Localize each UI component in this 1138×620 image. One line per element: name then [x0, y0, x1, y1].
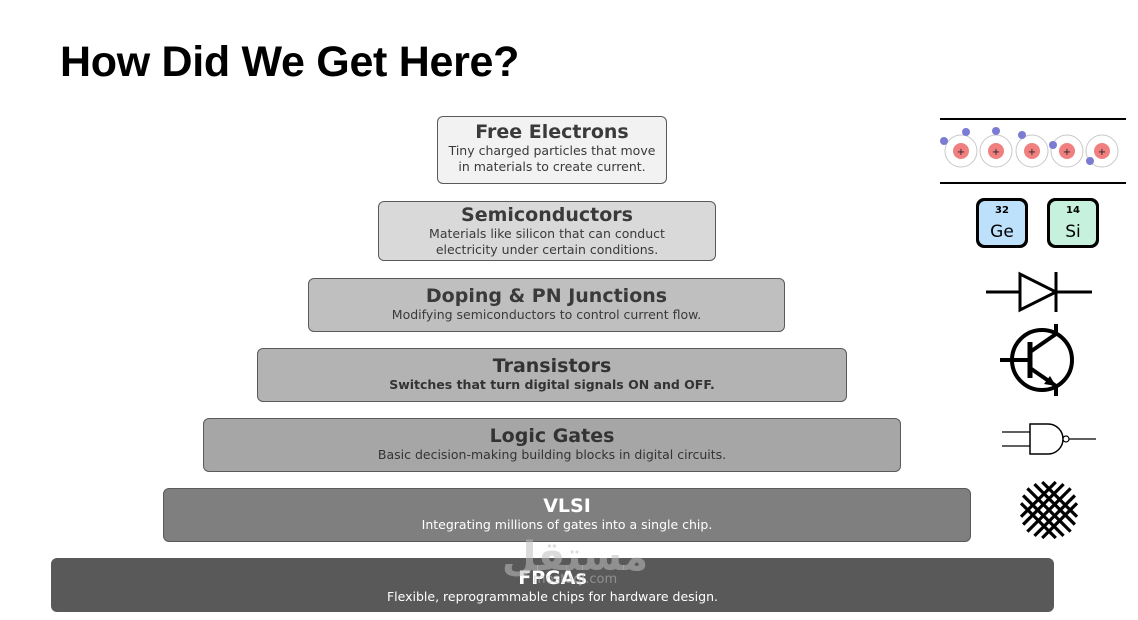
tier-title: Free Electrons [475, 121, 629, 143]
tier-description: Tiny charged particles that move in mate… [448, 143, 656, 174]
tier-logic-gates: Logic Gates Basic decision-making buildi… [203, 418, 901, 472]
tier-description: Basic decision-making building blocks in… [377, 447, 727, 462]
free-electrons-icon: + + + + + [940, 118, 1126, 184]
si-symbol: Si [1065, 222, 1081, 242]
ge-symbol: Ge [990, 222, 1014, 242]
tier-description: Materials like silicon that can conduct … [429, 226, 665, 257]
tier-title: FPGAs [518, 567, 587, 589]
si-number: 14 [1066, 205, 1080, 216]
ge-tile [979, 201, 1025, 245]
nand-gate-icon [1002, 423, 1096, 455]
tier-semiconductors: Semiconductors Materials like silicon th… [378, 201, 716, 261]
svg-text:+: + [957, 147, 965, 158]
svg-text:+: + [992, 147, 1000, 158]
vlsi-chip-icon [1020, 481, 1078, 539]
tier-doping-pn-junctions: Doping & PN Junctions Modifying semicond… [308, 278, 785, 332]
svg-text:+: + [1028, 147, 1036, 158]
tier-free-electrons: Free Electrons Tiny charged particles th… [437, 116, 667, 184]
slide-title: How Did We Get Here? [60, 38, 520, 86]
tier-description: Flexible, reprogrammable chips for hardw… [386, 589, 718, 604]
tier-title: Semiconductors [461, 204, 633, 226]
tier-title: Transistors [492, 355, 612, 377]
tier-transistors: Transistors Switches that turn digital s… [257, 348, 847, 402]
ge-number: 32 [995, 205, 1009, 216]
tier-fpgas: FPGAs Flexible, reprogrammable chips for… [51, 558, 1054, 612]
tier-title: Doping & PN Junctions [425, 285, 668, 307]
diode-icon [986, 271, 1092, 313]
tier-vlsi: VLSI Integrating millions of gates into … [163, 488, 971, 542]
transistor-icon [1000, 324, 1074, 396]
tier-title: VLSI [543, 495, 591, 517]
tier-description: Switches that turn digital signals ON an… [389, 377, 715, 392]
tier-description: Modifying semiconductors to control curr… [391, 307, 702, 322]
svg-text:+: + [1063, 147, 1071, 158]
svg-text:+: + [1098, 147, 1106, 158]
si-tile [1050, 201, 1096, 245]
tier-title: Logic Gates [489, 425, 615, 447]
periodic-elements-icon: 32 Ge 14 Si [976, 198, 1099, 248]
tier-description: Integrating millions of gates into a sin… [421, 517, 713, 532]
